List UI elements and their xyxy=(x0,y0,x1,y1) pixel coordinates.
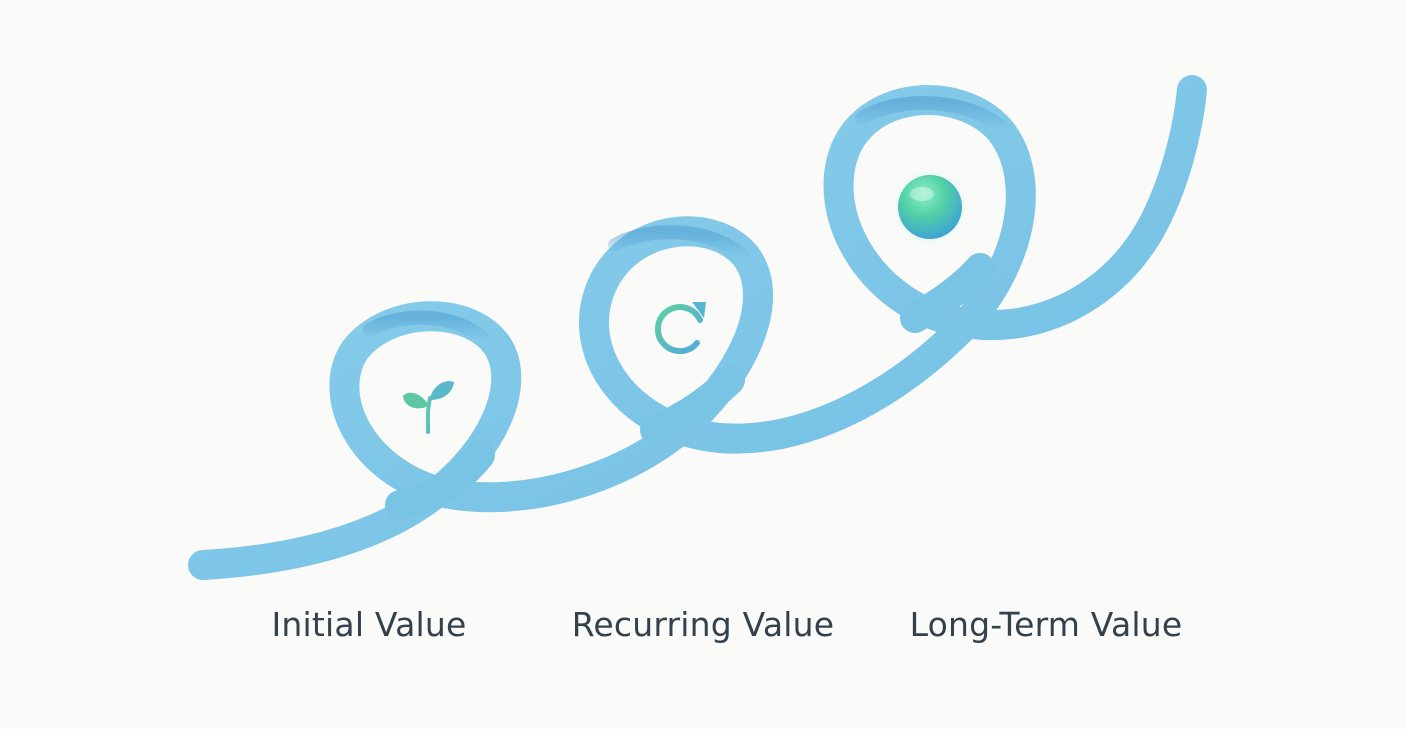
stage-label-recurring-value: Recurring Value xyxy=(571,605,835,644)
stage-label-initial-value: Initial Value xyxy=(271,605,467,644)
refresh-icon xyxy=(654,302,706,355)
loop-shade-1 xyxy=(363,310,492,347)
sprout-icon xyxy=(403,381,454,434)
ribbon-crossing-3 xyxy=(900,253,995,333)
ribbon-crossing-2 xyxy=(640,365,745,445)
ribbon-crossing-1 xyxy=(385,440,495,520)
loop-shade-3 xyxy=(855,96,1012,137)
spiral-ribbon xyxy=(188,75,1207,580)
stage-label-long-term-value: Long-Term Value xyxy=(909,605,1183,644)
glowing-orb-icon xyxy=(884,161,976,253)
loop-shade-2 xyxy=(608,225,752,265)
